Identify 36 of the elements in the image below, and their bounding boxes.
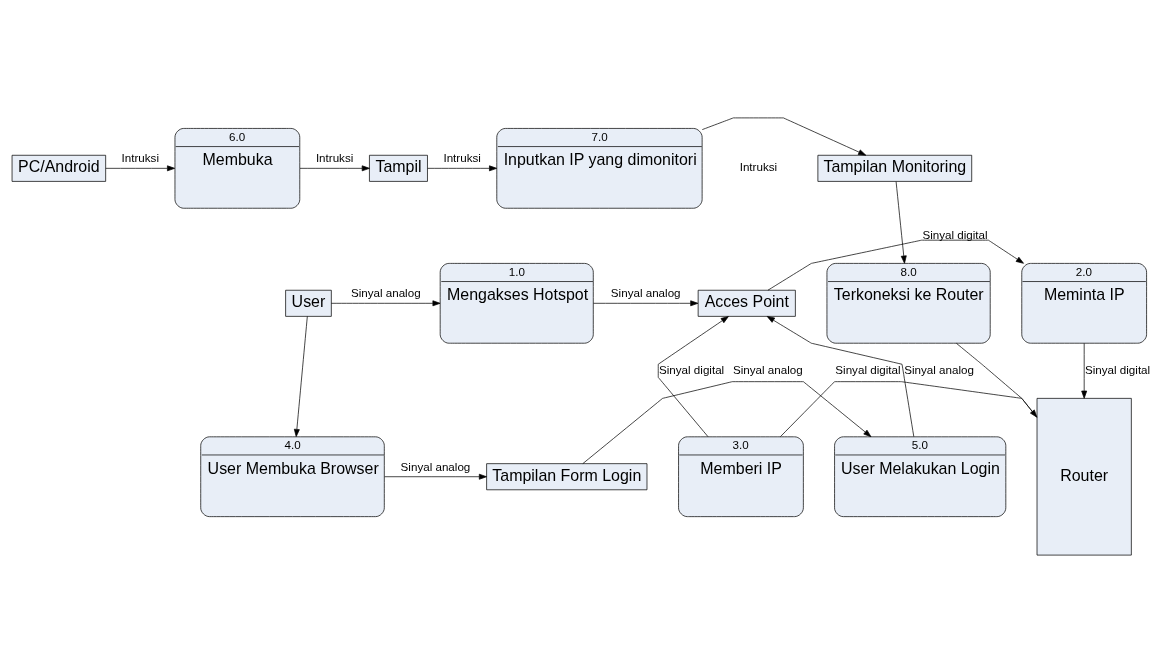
arrow	[657, 315, 729, 437]
node-box: Tampilan Monitoring	[817, 154, 973, 182]
connector	[780, 380, 1038, 437]
edge-label: Intruksi	[315, 150, 354, 164]
arrow	[427, 164, 498, 171]
arrow	[293, 315, 308, 437]
node-box: Router	[1036, 397, 1132, 555]
arrow	[384, 473, 487, 480]
edge-label: Sinyal analog	[732, 362, 803, 376]
node-box: PC/Android	[11, 154, 107, 182]
edge-label: Sinyal digital	[659, 362, 725, 376]
arrow	[1081, 342, 1088, 399]
node-box: Tampil	[369, 154, 428, 182]
edge-label: Sinyal digital	[1084, 362, 1151, 376]
edge-label: Intruksi	[121, 150, 160, 164]
node-box: User	[285, 289, 332, 317]
arrow	[582, 380, 872, 464]
edge-label: Sinyal analog	[400, 459, 471, 473]
arrow	[331, 299, 441, 306]
arrow	[592, 299, 699, 306]
edge-label: Sinyal digital	[835, 362, 901, 376]
edge-label: Sinyal analog	[350, 285, 421, 299]
label: Intruksi	[739, 159, 778, 173]
arrow	[766, 315, 915, 437]
arrow	[956, 342, 1038, 417]
node-box: Acces Point	[697, 289, 796, 317]
edge-label: Intruksi	[443, 150, 481, 164]
arrow	[105, 164, 176, 171]
arrow	[895, 180, 907, 264]
arrow	[701, 117, 867, 156]
node-box: Tampilan Form Login	[486, 462, 648, 490]
edge-label: Sinyal analog	[904, 362, 974, 376]
edge-label: Sinyal analog	[610, 285, 681, 299]
arrow	[299, 164, 370, 171]
edge-label: Sinyal digital	[922, 227, 988, 241]
arrow	[767, 239, 1024, 291]
